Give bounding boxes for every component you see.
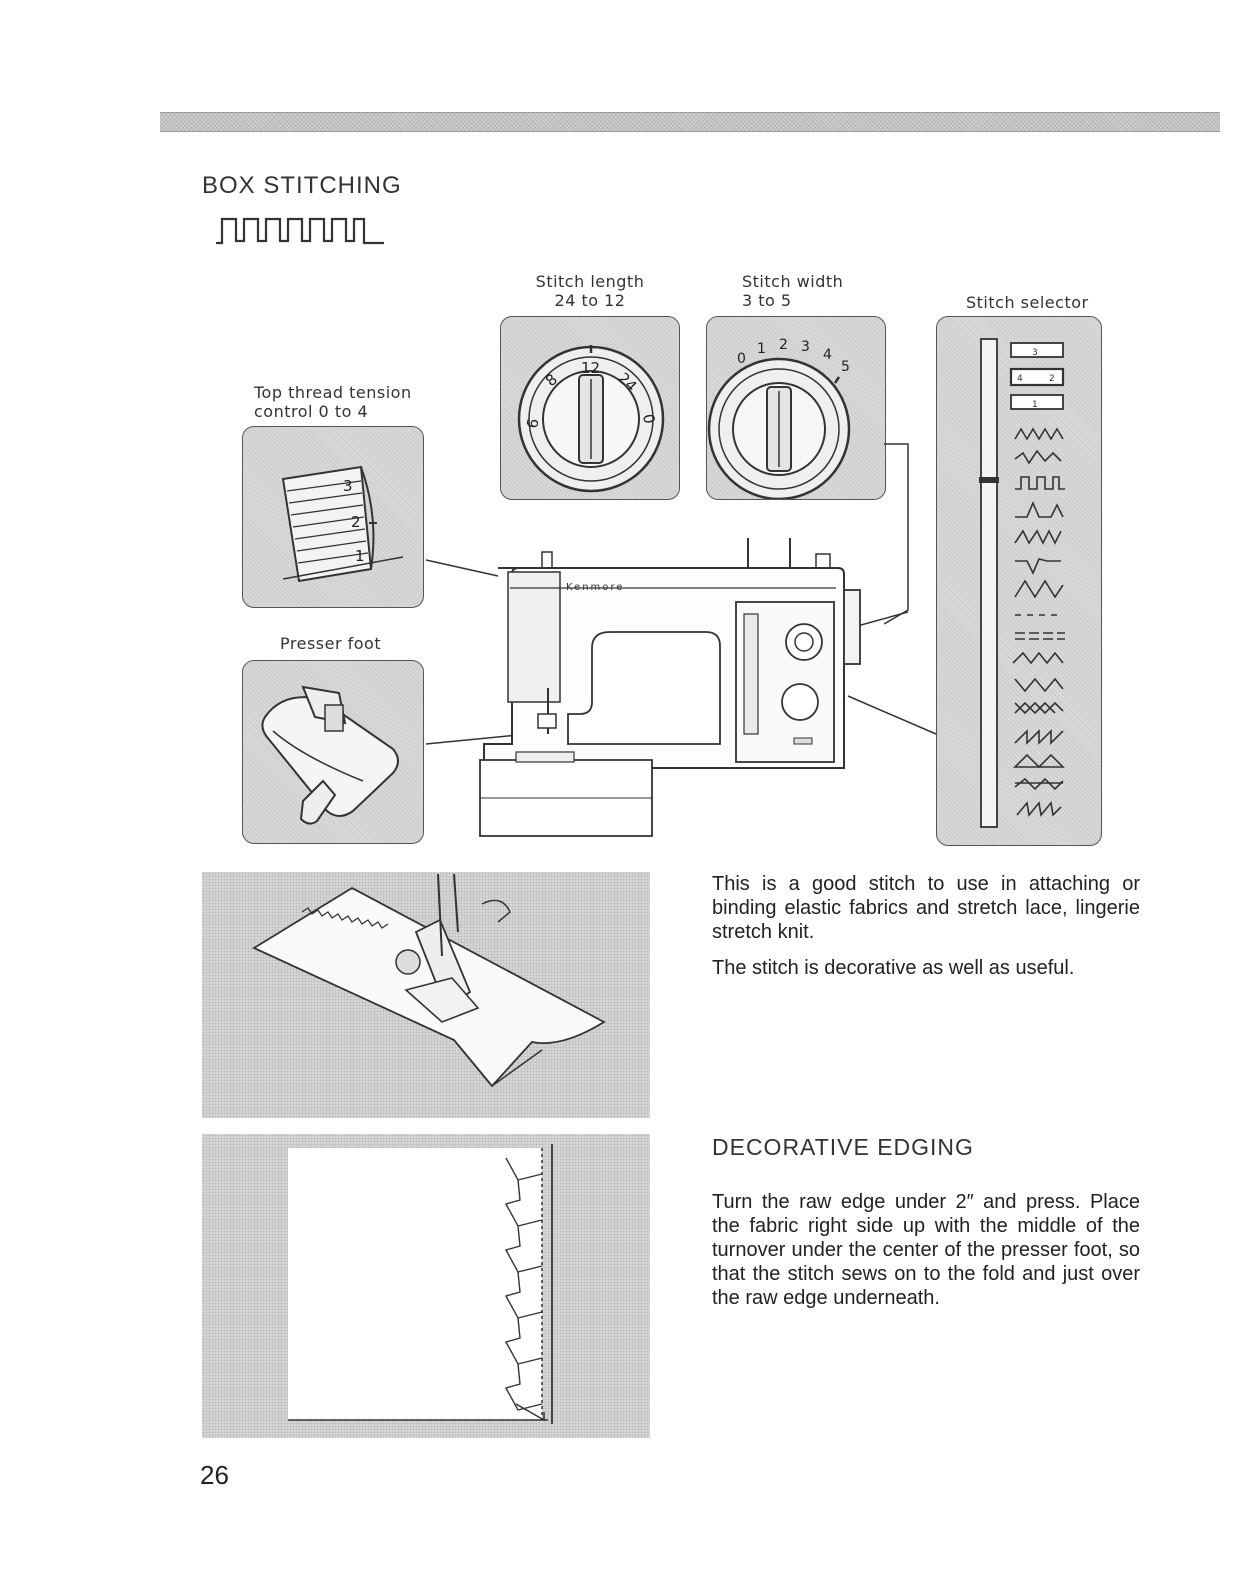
svg-text:1: 1 <box>757 341 766 357</box>
stitch-length-label: Stitch length 24 to 12 <box>535 272 645 310</box>
presser-foot-label: Presser foot <box>280 634 382 653</box>
stitch-length-dial: 6 8 12 24 0 <box>517 345 665 493</box>
svg-text:2: 2 <box>351 513 361 531</box>
box-stitching-description: This is a good stitch to use in attachin… <box>712 872 1140 980</box>
thread-tension-dial: 3 2 1 <box>281 465 404 583</box>
svg-text:3: 3 <box>1032 348 1038 358</box>
svg-text:12: 12 <box>581 359 600 377</box>
decorative-edging-paragraph: Turn the raw edge under 2″ and press. Pl… <box>712 1191 1140 1309</box>
svg-text:6: 6 <box>523 417 542 430</box>
section-title-box-stitching: BOX STITCHING <box>202 172 402 199</box>
top-thread-tension-label: Top thread tension control 0 to 4 <box>254 383 412 421</box>
stitch-selector-panel: 3 4 2 1 <box>936 316 1102 846</box>
svg-text:3: 3 <box>343 477 353 495</box>
decorative-edging-sample <box>202 1134 650 1438</box>
svg-text:4: 4 <box>1017 374 1023 384</box>
svg-text:2: 2 <box>1049 374 1055 384</box>
description-paragraph-2: The stitch is decorative as well as usef… <box>712 957 1075 979</box>
svg-text:0: 0 <box>639 413 658 426</box>
stitch-width-label: Stitch width 3 to 5 <box>742 272 844 310</box>
stitch-selector-label: Stitch selector <box>966 293 1089 312</box>
thread-tension-panel: 3 2 1 <box>242 426 424 608</box>
sewing-box-stitch-illustration <box>202 872 650 1118</box>
section-title-decorative-edging: DECORATIVE EDGING <box>712 1134 974 1160</box>
edging-fabric-drawing <box>288 1144 553 1424</box>
presser-foot-image <box>261 685 399 825</box>
fabric-sewing-drawing <box>252 873 606 1088</box>
page-number: 26 <box>200 1460 229 1490</box>
svg-text:4: 4 <box>823 347 832 363</box>
svg-text:2: 2 <box>779 337 788 353</box>
presser-foot-panel <box>242 660 424 844</box>
sewing-machine-illustration: Kenmore <box>425 538 937 837</box>
svg-text:1: 1 <box>355 547 365 565</box>
description-paragraph-1: This is a good stitch to use in attachin… <box>712 873 1140 943</box>
svg-text:5: 5 <box>841 359 850 375</box>
svg-text:0: 0 <box>737 351 746 367</box>
header-band <box>160 112 1220 132</box>
stitch-width-dial: 0 1 2 3 4 5 <box>707 337 851 499</box>
stitch-selector-chart: 3 4 2 1 <box>979 338 1065 828</box>
stitch-length-dial-panel: 6 8 12 24 0 <box>500 316 680 500</box>
width-dial-connector <box>884 443 909 625</box>
box-stitch-pattern-icon <box>216 217 384 245</box>
svg-text:1: 1 <box>1032 400 1038 410</box>
stitch-width-dial-panel: 0 1 2 3 4 5 <box>706 316 886 500</box>
svg-text:3: 3 <box>801 339 810 355</box>
